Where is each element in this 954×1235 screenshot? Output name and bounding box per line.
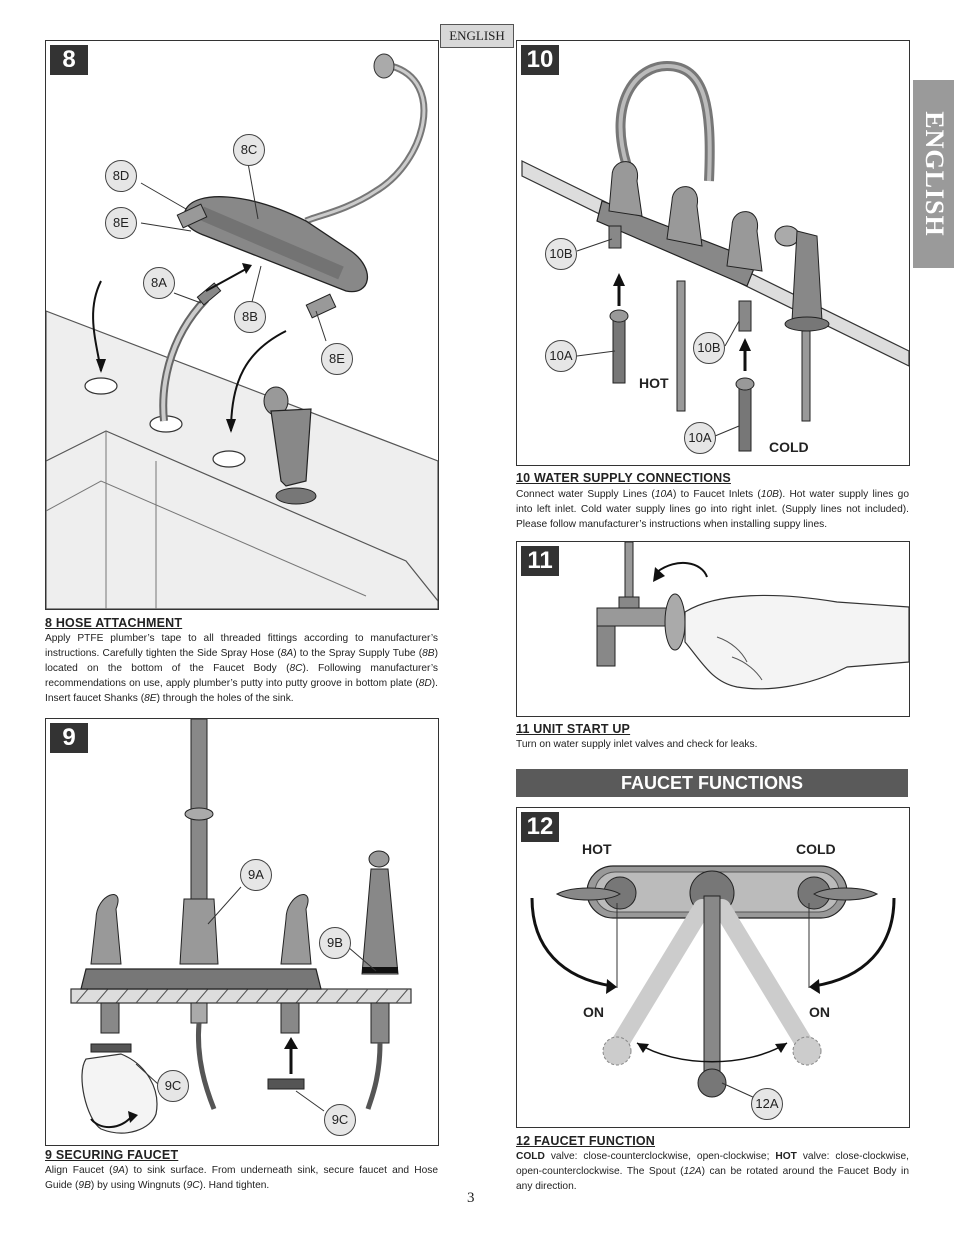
on-left-label: ON: [583, 1004, 604, 1020]
callout-8b: 8B: [234, 301, 266, 333]
step-11-body: Turn on water supply inlet valves and ch…: [516, 739, 758, 750]
step-9-title: 9 SECURING FAUCET: [45, 1148, 179, 1162]
step-12-title: 12 FAUCET FUNCTION: [516, 1134, 656, 1148]
language-label: ENGLISH: [440, 24, 514, 48]
side-tab-text: ENGLISH: [919, 111, 949, 237]
callout-10b-left: 10B: [545, 238, 577, 270]
unit-start-up-drawing: [596, 542, 909, 690]
faucet-functions-banner: FAUCET FUNCTIONS: [516, 769, 908, 797]
step-9-number: 9: [50, 723, 88, 753]
step-10-body: Connect water Supply Lines (10A) to Fauc…: [516, 489, 910, 530]
language-side-tab: ENGLISH: [913, 80, 954, 268]
step-12-body: COLD valve: close-counterclockwise, open…: [516, 1151, 909, 1192]
callout-8e-right: 8E: [321, 343, 353, 375]
cold-label: COLD: [769, 439, 809, 455]
callout-9c-right: 9C: [324, 1104, 356, 1136]
step-8-number: 8: [50, 45, 88, 75]
step-12-number: 12: [521, 812, 559, 842]
callout-9a: 9A: [240, 859, 272, 891]
cold-label: COLD: [796, 841, 836, 857]
callout-8d: 8D: [105, 160, 137, 192]
step-8-illustration: 8 8C 8D 8E 8A 8B 8E: [45, 40, 439, 610]
securing-faucet-drawing: [70, 719, 412, 1134]
callout-8c: 8C: [233, 134, 265, 166]
step-10-illustration: 10 10B 10A 10B 10A HOT COLD: [516, 40, 910, 466]
callout-8a: 8A: [143, 267, 175, 299]
step-11-title: 11 UNIT START UP: [516, 722, 631, 736]
hot-label: HOT: [639, 375, 669, 391]
step-10-number: 10: [521, 45, 559, 75]
step-8-body: Apply PTFE plumber’s tape to all threade…: [45, 633, 438, 704]
hot-label: HOT: [582, 841, 612, 857]
step-10-title: 10 WATER SUPPLY CONNECTIONS: [516, 471, 731, 485]
callout-9c-left: 9C: [157, 1070, 189, 1102]
faucet-function-drawing: [530, 865, 896, 1099]
step-11-illustration: 11: [516, 541, 910, 717]
water-supply-drawing: [521, 60, 909, 452]
step-9-illustration: 9 9A 9B 9C 9C: [45, 718, 439, 1146]
step-12-illustration: 12 HOT COLD ON ON 12A: [516, 807, 910, 1128]
callout-10a-left: 10A: [545, 340, 577, 372]
callout-10a-right: 10A: [684, 422, 716, 454]
step-11-number: 11: [521, 546, 559, 576]
step-8-title: 8 HOSE ATTACHMENT: [45, 616, 183, 630]
page-number: 3: [467, 1190, 475, 1206]
callout-12a: 12A: [751, 1088, 783, 1120]
callout-9b: 9B: [319, 927, 351, 959]
step-9-body: Align Faucet (9A) to sink surface. From …: [45, 1165, 438, 1191]
callout-10b-right: 10B: [693, 332, 725, 364]
callout-8e-left: 8E: [105, 207, 137, 239]
hose-attachment-drawing: [46, 53, 438, 609]
on-right-label: ON: [809, 1004, 830, 1020]
